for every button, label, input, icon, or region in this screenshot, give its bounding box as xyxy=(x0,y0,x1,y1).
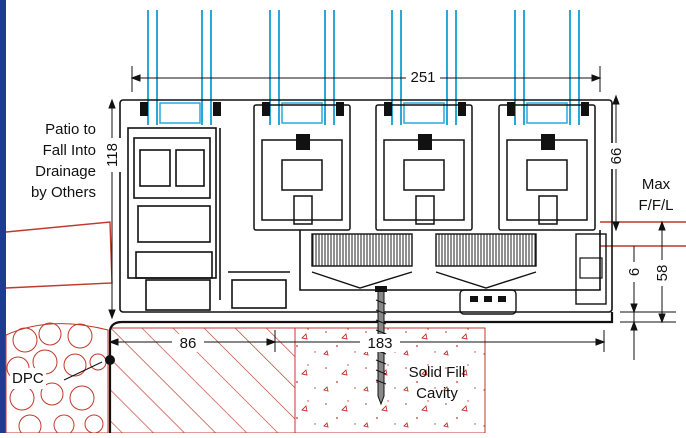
dim-right-width: 183 xyxy=(367,335,392,352)
solid-fill-line-2: Cavity xyxy=(416,385,458,402)
dpc-note: DPC xyxy=(10,368,46,389)
page-border xyxy=(0,0,6,433)
bottom-track xyxy=(299,230,607,315)
dimension-text: 251 118 66 58 6 86 183 xyxy=(102,66,672,352)
patio-note-line-3: Drainage xyxy=(35,163,96,180)
max-ffl-line-1: Max xyxy=(641,176,671,193)
lock-blocks xyxy=(140,102,589,150)
dimension-lines xyxy=(63,66,676,381)
max-ffl-note: Max F/F/L xyxy=(630,174,682,216)
dim-threshold-height: 58 xyxy=(654,265,671,282)
dpc-label: DPC xyxy=(12,370,44,387)
max-ffl-line-2: F/F/L xyxy=(638,197,674,214)
outer-frame xyxy=(119,99,613,313)
patio-note-line-2: Fall Into xyxy=(42,142,96,159)
dim-upstand: 6 xyxy=(626,268,643,276)
patio-note-line-4: by Others xyxy=(30,184,96,201)
solid-fill-note: Solid Fill Cavity xyxy=(392,362,482,404)
dpc-membrane xyxy=(108,312,614,433)
solid-fill-line-1: Solid Fill xyxy=(408,364,466,381)
dim-frame-height: 118 xyxy=(104,143,121,167)
dim-left-width: 86 xyxy=(180,335,197,352)
patio-note: Patio to Fall Into Drainage by Others xyxy=(16,119,96,203)
dim-overall-width: 251 xyxy=(410,69,435,86)
dpc-fixing-dot xyxy=(105,355,115,365)
patio-note-line-1: Patio to xyxy=(45,121,96,138)
dim-sash-height: 66 xyxy=(608,148,625,165)
